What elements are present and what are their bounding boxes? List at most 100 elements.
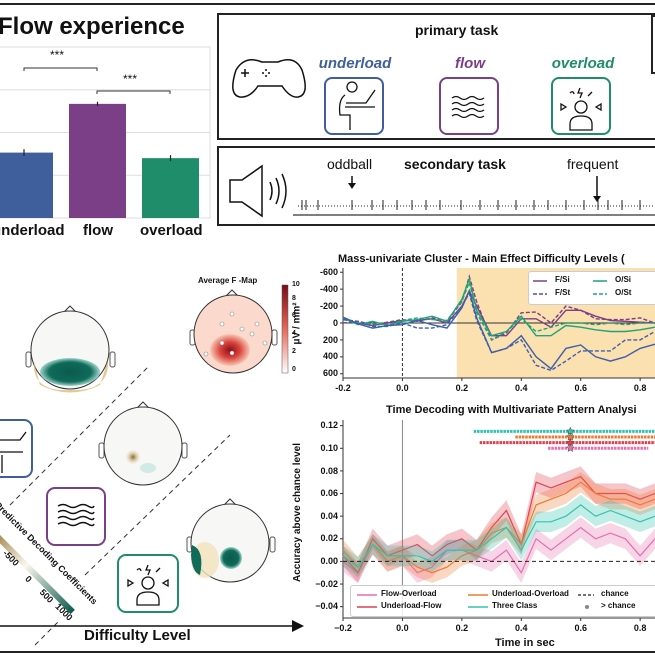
fmap-tick: 0: [292, 366, 296, 373]
y-tick-label: −0.02: [315, 578, 338, 589]
peak-star-icon: [565, 426, 575, 436]
y-tick-label: 0.04: [320, 510, 338, 521]
legend-label: Three Class: [492, 601, 538, 610]
bar-flow: [69, 103, 126, 218]
speaker-icon: [229, 164, 287, 218]
frequent-arrow-head: [593, 196, 601, 202]
legend-label: Flow-Overload: [381, 589, 437, 598]
decoding-xlabel: Time in sec: [495, 637, 555, 649]
oddball-arrow-head: [348, 183, 356, 189]
sig-marker-1: ***: [50, 48, 65, 62]
difficulty-axis-arrow: [0, 620, 304, 632]
y-tick-label: -200: [319, 300, 338, 311]
peak-star-icon: [565, 437, 575, 447]
bar-label-flow: flow: [83, 222, 113, 239]
y-tick-label: 200: [322, 334, 338, 345]
frequent-label: frequent: [567, 156, 619, 172]
topomap-flow: [98, 401, 188, 486]
condition-label-underload: underload: [318, 55, 392, 72]
stressed-person-icon: [560, 87, 602, 131]
side-box: [651, 15, 655, 74]
decoding-legend: Flow-Overload Underload-Flow Underload-O…: [350, 585, 655, 617]
sig-bracket: [23, 67, 98, 71]
legend-label: > chance: [601, 601, 636, 610]
x-tick-label: -0.2: [335, 383, 351, 393]
fmap-tick: 8: [292, 295, 296, 302]
condition-label-flow: flow: [455, 55, 485, 72]
difficulty-level-label: Difficulty Level: [84, 627, 191, 644]
decoding-chart-title: Time Decoding with Multivariate Pattern …: [386, 404, 637, 416]
legend-label: O/Si: [615, 275, 632, 284]
peak-star-icon: [565, 443, 575, 453]
sig-bracket: [96, 90, 171, 94]
y-tick-label: 600: [322, 368, 338, 379]
underload-icon-box: [324, 77, 384, 135]
y-tick-label: -400: [319, 283, 338, 294]
bar-underload: [0, 152, 53, 218]
bar-label-overload: overload: [140, 222, 203, 239]
y-tick-label: 0.10: [320, 442, 338, 453]
primary-task-title: primary task: [415, 22, 499, 38]
person-at-laptop-icon: [0, 431, 27, 473]
legend-label: F/St: [555, 288, 571, 297]
topomap-overload: [186, 498, 276, 583]
x-tick-label: 0.0: [396, 383, 409, 393]
legend-label: chance: [601, 589, 629, 598]
left-icons: [0, 419, 179, 613]
erp-legend: F/Si F/St O/Si O/St: [528, 271, 655, 305]
x-tick-label: 0.6: [574, 383, 587, 393]
fmap-title: Average F -Map: [198, 276, 258, 285]
x-tick-label: 0.2: [455, 383, 469, 393]
decoding-line-three class: [342, 504, 655, 568]
x-tick-label: 0.8: [633, 623, 647, 633]
secondary-task-title: secondary task: [404, 156, 506, 172]
y-tick-label: 0.12: [320, 420, 338, 431]
ci-band: [343, 517, 655, 583]
legend-label: O/St: [615, 288, 632, 297]
y-tick-label: 0.06: [320, 488, 338, 499]
x-tick-label: 0.2: [455, 623, 469, 633]
x-tick-label: 0.8: [633, 383, 647, 393]
stressed-person-icon: [127, 564, 169, 606]
bar-overload: [142, 158, 199, 218]
topomap-average-fmap: [189, 289, 278, 374]
x-tick-label: 0.4: [515, 383, 528, 393]
top-border: [0, 3, 655, 5]
legend-swatch-above-chance: [585, 605, 589, 609]
ci-band: [343, 472, 655, 583]
primary-task-box: [217, 13, 655, 140]
legend-label: Underload-Flow: [381, 601, 442, 610]
y-tick-label: 0.08: [320, 465, 338, 476]
fmap-tick: 4: [292, 330, 296, 337]
decoding-line-underload-overload: [342, 481, 655, 574]
secondary-task-box: [217, 146, 655, 226]
diagonal-dividers: [9, 364, 231, 646]
fmap-tick: 10: [292, 281, 300, 288]
fmap-tick: 2: [292, 348, 296, 355]
y-tick-label: −0.04: [315, 601, 338, 612]
coef-colorbar: [0, 525, 75, 615]
x-tick-label: 0.6: [574, 623, 587, 633]
condition-label-overload: overload: [551, 55, 615, 72]
erp-line-series-4: [342, 288, 655, 370]
overload-icon-box-left: [117, 554, 179, 613]
y-tick-label: -600: [319, 266, 338, 277]
ci-band: [343, 466, 655, 583]
waves-icon: [57, 503, 95, 527]
oddball-label: oddball: [327, 156, 373, 172]
waves-icon: [451, 95, 485, 119]
fmap-tick: 6: [292, 312, 296, 319]
flow-icon-box-left: [46, 487, 106, 546]
bar-label-underload: underload: [0, 222, 65, 239]
y-tick-label: 0.00: [320, 556, 338, 567]
sig-marker-2: ***: [123, 72, 138, 86]
flow-icon-box: [439, 77, 499, 135]
peak-star-icon: [565, 432, 575, 441]
